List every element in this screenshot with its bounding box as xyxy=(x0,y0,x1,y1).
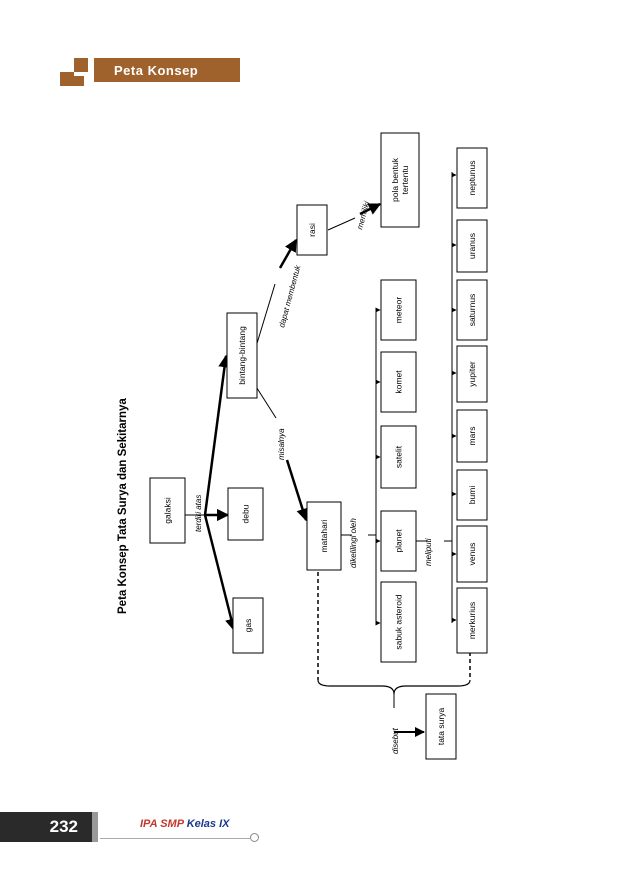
node-tatasurya: tata surya xyxy=(425,693,457,760)
node-label: neptunus xyxy=(467,161,477,196)
label-dapat-membentuk: dapat membentuk xyxy=(277,263,303,328)
footer-book-title: IPA SMP Kelas IX xyxy=(140,818,230,830)
node-label: bintang-bintang xyxy=(237,326,247,385)
page-number: 232 xyxy=(0,812,92,842)
footer-kelas: Kelas IX xyxy=(186,818,230,830)
footer-rule xyxy=(92,812,98,842)
connectors xyxy=(185,172,471,737)
footer-smp: SMP xyxy=(160,818,184,830)
node-box xyxy=(380,510,417,572)
node-label: yupiter xyxy=(467,361,477,387)
arrow-to-matahari xyxy=(285,459,309,522)
node-label: satelit xyxy=(394,445,404,468)
node-box xyxy=(232,597,264,654)
node-yupiter: yupiter xyxy=(456,345,488,403)
section-title: Peta Konsep xyxy=(114,62,199,78)
node-label: bumi xyxy=(467,486,477,505)
arrow-to-gas xyxy=(203,514,238,632)
node-mars: mars xyxy=(456,409,488,463)
node-uranus: uranus xyxy=(456,219,488,273)
node-saturnus: saturnus xyxy=(456,279,488,341)
label-memiliki: memiliki xyxy=(355,200,371,230)
node-label: tertentu xyxy=(400,165,410,194)
node-satelit: satelit xyxy=(380,425,417,489)
node-box xyxy=(456,469,488,521)
label-dikelilingi-oleh: dikelilingi oleh xyxy=(349,518,358,568)
node-bumi: bumi xyxy=(456,469,488,521)
node-box xyxy=(456,525,488,583)
node-meteor: meteor xyxy=(380,279,417,341)
node-label: sabuk asteroid xyxy=(394,594,404,650)
node-box xyxy=(380,425,417,489)
node-box xyxy=(306,501,342,571)
arrow-to-bintang xyxy=(203,354,231,516)
node-box xyxy=(456,587,488,654)
footer-circle-icon xyxy=(250,833,259,842)
node-box xyxy=(456,409,488,463)
node-label: meteor xyxy=(394,297,404,324)
label-meliputi: meliputi xyxy=(424,538,433,566)
node-label: debu xyxy=(241,504,251,523)
label-disebut: disebut xyxy=(391,727,400,754)
node-label: rasi xyxy=(307,223,317,237)
node-label: saturnus xyxy=(467,294,477,327)
node-label: matahari xyxy=(319,519,329,552)
node-box xyxy=(380,351,417,413)
page-number-text: 232 xyxy=(49,817,78,836)
node-label: planet xyxy=(394,529,404,553)
arrow-to-rasi xyxy=(278,238,298,269)
node-box xyxy=(456,279,488,341)
node-box xyxy=(227,487,264,541)
node-label: komet xyxy=(394,370,404,394)
diagram-title: Peta Konsep Tata Surya dan Sekitarnya xyxy=(117,398,129,614)
node-rasi: rasi xyxy=(296,204,328,256)
conn-bintang-rasi xyxy=(254,283,276,351)
node-matahari: matahari xyxy=(306,501,342,571)
node-label: merkurius xyxy=(467,602,477,639)
node-debu: debu xyxy=(227,487,264,541)
node-box xyxy=(296,204,328,256)
brace xyxy=(317,679,471,695)
header-square-1 xyxy=(74,58,88,72)
node-neptunus: neptunus xyxy=(456,147,488,209)
conn-rasi-pola xyxy=(327,217,356,231)
node-planet: planet xyxy=(380,510,417,572)
conn-bintang-matahari xyxy=(254,384,277,419)
label-misalnya: misalnya xyxy=(277,428,286,460)
node-label: pola bentuk xyxy=(390,157,400,202)
node-box xyxy=(380,581,417,663)
node-label: tata surya xyxy=(436,708,446,746)
node-label: uranus xyxy=(467,233,477,259)
node-box xyxy=(456,147,488,209)
node-merkurius: merkurius xyxy=(456,587,488,654)
node-box xyxy=(456,345,488,403)
diagram-nodes: galaksi gas debu bintang-bintang rasi pola be… xyxy=(149,132,488,760)
section-header: Peta Konsep xyxy=(94,58,240,82)
header-square-3 xyxy=(74,76,84,86)
node-komet: komet xyxy=(380,351,417,413)
node-box xyxy=(380,279,417,341)
node-box xyxy=(456,219,488,273)
node-box xyxy=(226,312,258,399)
header-square-2 xyxy=(60,72,74,86)
node-bintang: bintang-bintang xyxy=(226,312,258,399)
footer-line xyxy=(100,838,250,839)
label-terdiri-atas: terdiri atas xyxy=(194,495,203,532)
node-galaksi: galaksi xyxy=(149,477,186,544)
node-gas: gas xyxy=(232,597,264,654)
node-box xyxy=(425,693,457,760)
footer-ipa: IPA xyxy=(140,818,158,830)
node-label: galaksi xyxy=(163,497,173,524)
node-label: venus xyxy=(467,543,477,566)
node-sabuk: sabuk asteroid xyxy=(380,581,417,663)
node-label: gas xyxy=(243,619,253,633)
node-box xyxy=(149,477,186,544)
node-box xyxy=(380,132,420,228)
node-venus: venus xyxy=(456,525,488,583)
node-label: mars xyxy=(467,427,477,446)
arrow-to-pola xyxy=(359,202,382,216)
